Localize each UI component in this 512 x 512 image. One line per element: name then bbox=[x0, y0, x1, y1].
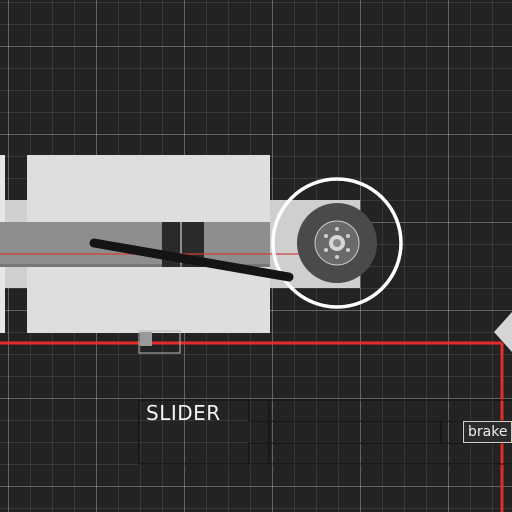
track-path bbox=[0, 341, 504, 512]
brake-arm[interactable] bbox=[89, 238, 294, 282]
scroll-arrow-icon[interactable] bbox=[494, 312, 512, 352]
slider-tab[interactable] bbox=[138, 330, 181, 354]
slider-label: SLIDER bbox=[146, 401, 221, 425]
selection-ring[interactable] bbox=[271, 177, 403, 309]
wheel-icon[interactable] bbox=[297, 203, 377, 283]
brake-label[interactable]: brake bbox=[463, 421, 512, 443]
